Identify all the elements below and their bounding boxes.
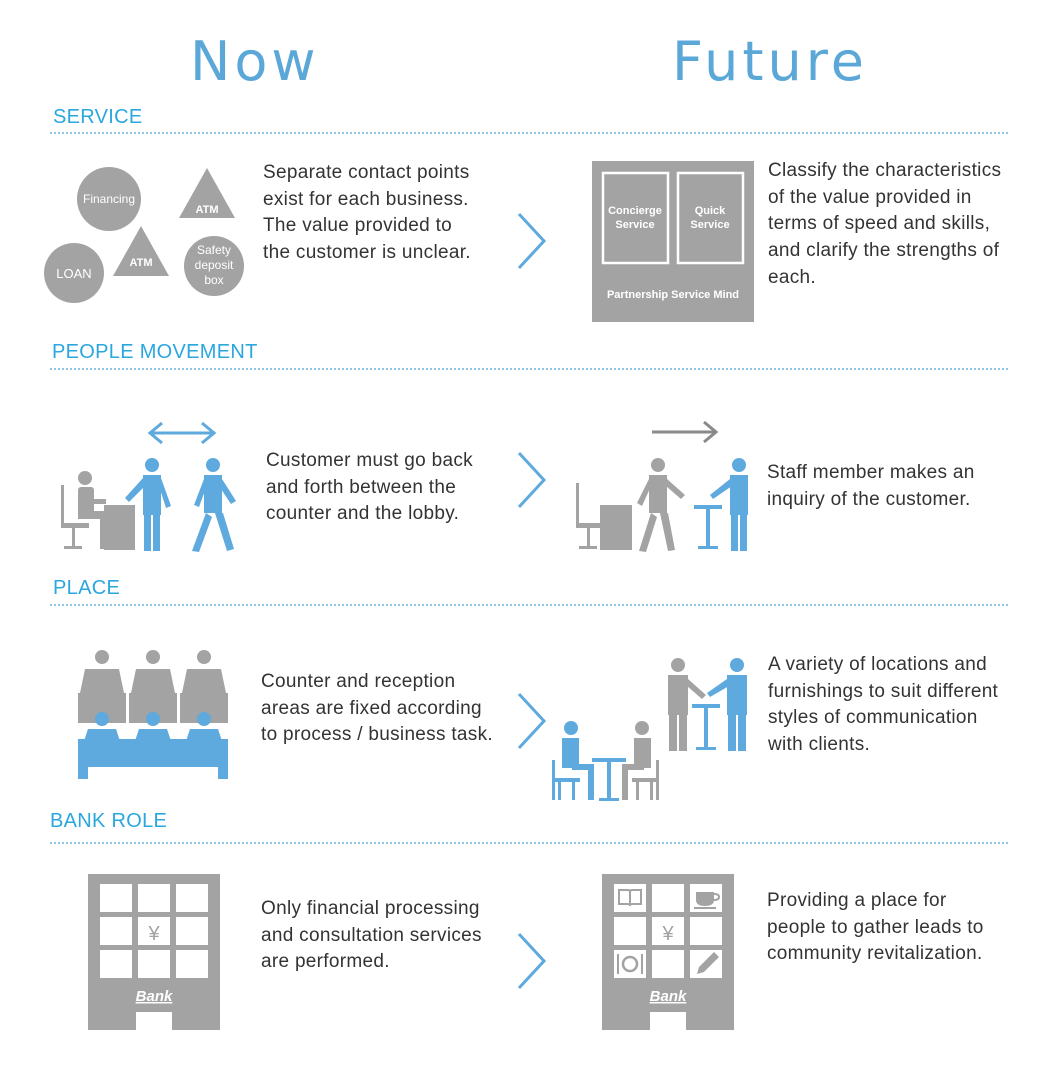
chevron-right-icon (517, 932, 547, 990)
movement-future-illustration (576, 420, 748, 552)
section-divider (50, 368, 1008, 370)
place-future-illustration (552, 658, 747, 801)
staff-figure-seated (622, 721, 659, 800)
atm-triangle (113, 226, 169, 276)
customer-figure-seated (552, 721, 594, 800)
arrow-right-icon (652, 420, 719, 444)
section-divider (50, 604, 1008, 606)
standing-table (692, 704, 720, 750)
bank-now-text: Only financial processing and consultati… (261, 898, 482, 973)
seated-staff-figure (61, 471, 106, 549)
safety-label: Safety (197, 243, 231, 257)
place-now-illustration (78, 650, 228, 779)
service-now-illustration: Financing ATM ATM LOAN Safety deposit bo… (44, 167, 244, 303)
place-future-text: A variety of locations and furnishings t… (768, 654, 999, 756)
walking-staff-figure (637, 458, 685, 552)
service-now-text: Separate contact points exist for each b… (263, 162, 471, 264)
partnership-label: Partnership Service Mind (607, 289, 739, 301)
counter-desk (104, 505, 135, 550)
future-title: Future (672, 30, 868, 93)
section-title-place: PLACE (53, 577, 121, 599)
safety-label: deposit (195, 258, 234, 272)
bank-now-illustration: ¥ Bank (88, 874, 220, 1030)
customer-figure-standing (707, 658, 747, 751)
financing-label: Financing (83, 192, 135, 206)
walking-customer-figure (192, 458, 236, 552)
section-title-service: SERVICE (53, 106, 143, 128)
counter-desk (600, 505, 632, 550)
movement-now-text: Customer must go back and forth between … (266, 450, 473, 525)
quick-label: Service (690, 219, 729, 231)
customer-row (78, 712, 228, 779)
section-title-bank-role: BANK ROLE (50, 810, 168, 832)
customer-figure (710, 458, 748, 551)
section-title-people-movement: PEOPLE MOVEMENT (52, 341, 258, 363)
window-grid (614, 884, 722, 978)
financing-bubble (77, 167, 141, 231)
atm-label: ATM (129, 257, 152, 269)
section-divider (50, 842, 1008, 844)
concierge-label: Concierge (608, 205, 662, 217)
service-future-illustration: Concierge Service Quick Service Partners… (592, 161, 754, 322)
cup-icon (694, 892, 721, 909)
standing-table (694, 505, 722, 549)
book-icon (618, 889, 642, 907)
plate-icon (617, 954, 643, 974)
bank-label: Bank (136, 988, 173, 1005)
chevron-right-icon (517, 451, 547, 509)
standing-staff-figure (125, 458, 171, 551)
chevron-right-icon (517, 692, 547, 750)
section-divider (50, 132, 1008, 134)
empty-chair (576, 483, 604, 549)
atm-label: ATM (195, 204, 218, 216)
bank-future-illustration: ¥ Bank (602, 874, 734, 1030)
quick-label: Quick (695, 205, 726, 217)
chevron-right-icon (517, 212, 547, 270)
movement-now-illustration (61, 421, 236, 552)
safety-deposit-bubble (184, 236, 244, 296)
staff-figure-standing (668, 658, 706, 751)
service-future-text: Classify the characteristics of the valu… (768, 160, 1002, 288)
yen-icon: ¥ (661, 923, 674, 945)
pencil-icon (697, 952, 719, 974)
atm-triangle (179, 168, 235, 218)
bank-label: Bank (650, 988, 687, 1005)
window-grid (100, 884, 208, 978)
loan-label: LOAN (56, 266, 91, 281)
place-now-text: Counter and reception areas are fixed ac… (261, 671, 493, 746)
now-title: Now (190, 30, 320, 93)
safety-label: box (204, 273, 223, 287)
round-table (592, 758, 626, 801)
concierge-label: Service (615, 219, 654, 231)
loan-bubble (44, 243, 104, 303)
yen-icon: ¥ (147, 923, 160, 945)
movement-future-text: Staff member makes an inquiry of the cus… (767, 462, 975, 510)
bank-future-text: Providing a place for people to gather l… (767, 890, 984, 965)
double-arrow-icon (147, 421, 217, 445)
